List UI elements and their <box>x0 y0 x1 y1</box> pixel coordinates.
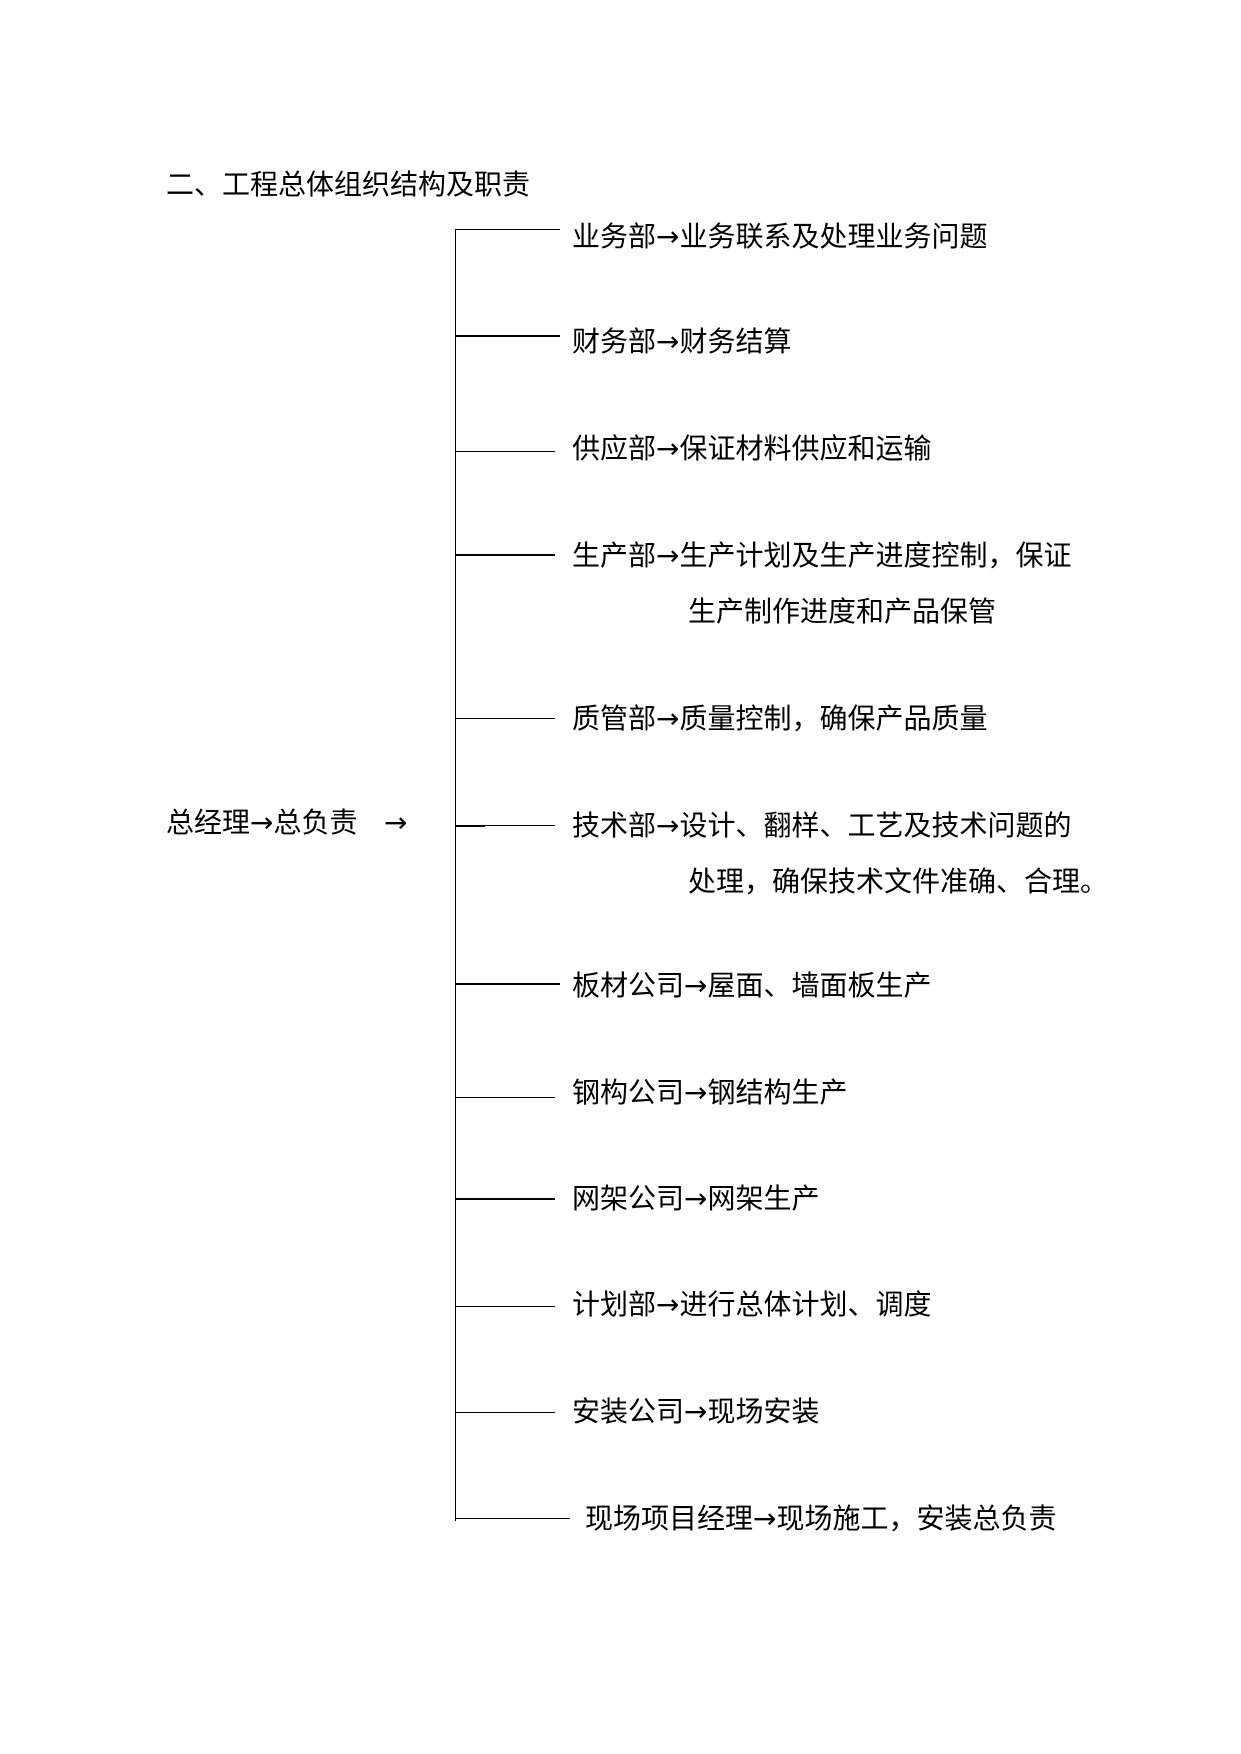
dept-installation-company: 安装公司→现场安装 <box>572 1395 820 1428</box>
root-connector-stub <box>455 826 485 827</box>
branch-line <box>455 825 555 826</box>
branch-line <box>455 718 555 719</box>
branch-line <box>455 983 560 985</box>
dept-steel-company: 钢构公司→钢结构生产 <box>572 1076 848 1109</box>
dept-technical: 技术部→设计、翻样、工艺及技术问题的 <box>572 809 1072 842</box>
dept-planning: 计划部→进行总体计划、调度 <box>572 1288 932 1321</box>
dept-business: 业务部→业务联系及处理业务问题 <box>572 220 988 253</box>
branch-line <box>455 451 555 452</box>
branch-line <box>455 1097 555 1098</box>
dept-space-frame-company: 网架公司→网架生产 <box>572 1182 820 1215</box>
dept-site-project-manager: 现场项目经理→现场施工，安装总负责 <box>585 1502 1057 1535</box>
root-label-general-manager: 总经理→总负责 <box>166 806 358 839</box>
branch-line <box>455 229 560 230</box>
dept-panel-company: 板材公司→屋面、墙面板生产 <box>572 969 932 1002</box>
branch-line <box>455 1412 555 1413</box>
dept-production-cont: 生产制作进度和产品保管 <box>688 595 997 628</box>
branch-line <box>455 554 555 556</box>
dept-finance: 财务部→财务结算 <box>572 325 792 358</box>
dept-technical-cont: 处理，确保技术文件准确、合理。 <box>688 865 1109 898</box>
page-title: 二、工程总体组织结构及职责 <box>166 168 531 201</box>
branch-line <box>455 1518 570 1519</box>
dept-supply: 供应部→保证材料供应和运输 <box>572 432 932 465</box>
branch-line <box>455 335 560 337</box>
branch-line <box>455 1198 555 1200</box>
tree-trunk-line <box>455 229 456 1521</box>
root-arrow: → <box>384 806 408 839</box>
dept-production: 生产部→生产计划及生产进度控制，保证 <box>572 539 1072 572</box>
dept-quality: 质管部→质量控制，确保产品质量 <box>572 702 988 735</box>
branch-line <box>455 1306 555 1307</box>
